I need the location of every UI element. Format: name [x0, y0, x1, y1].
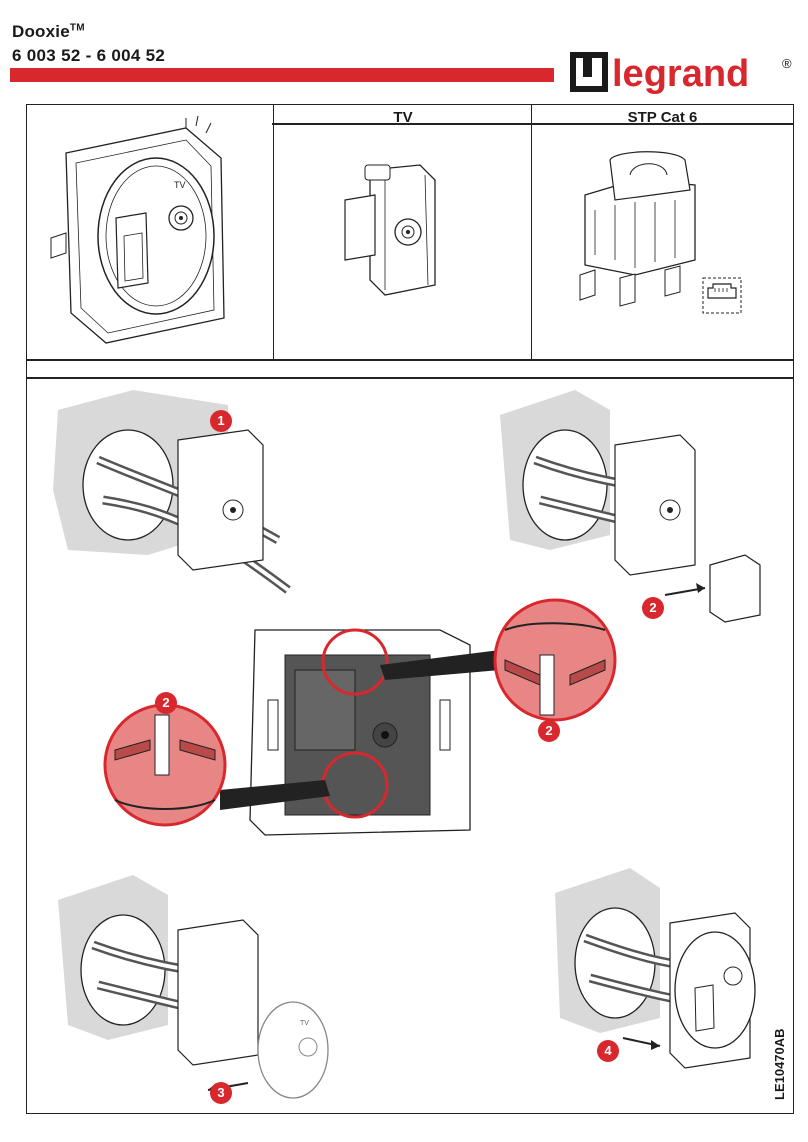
step-2-badge-right: 2 — [538, 720, 560, 742]
legrand-logo-mark: legrand ® — [570, 52, 792, 95]
step-4-badge: 4 — [597, 1040, 619, 1062]
product-codes: 6 003 52 - 6 004 52 — [12, 46, 166, 65]
step-1-badge: 1 — [210, 410, 232, 432]
column-header-stp: STP Cat 6 — [627, 109, 698, 126]
column-header-tv: TV — [393, 109, 413, 126]
brand-logo: legrand ® — [570, 48, 795, 95]
outlet-assembly-drawing: TV — [50, 115, 225, 344]
svg-text:®: ® — [782, 56, 792, 71]
product-overview-cell — [27, 105, 274, 360]
step2-insert-module-drawing — [500, 390, 761, 623]
svg-text:TV: TV — [174, 180, 186, 190]
header-red-bar — [10, 68, 554, 82]
step3-faceplate-drawing: TV — [58, 875, 329, 1099]
svg-text:legrand: legrand — [612, 53, 749, 95]
step4-finished-outlet-drawing — [555, 868, 756, 1069]
stp-cat6-module-drawing — [579, 151, 742, 314]
document-reference: LE10470AB — [772, 1028, 787, 1100]
tv-connector-module-drawing — [344, 164, 436, 296]
step-2-badge-top: 2 — [642, 597, 664, 619]
step-3-badge: 3 — [210, 1082, 232, 1104]
step1-wall-box-drawing — [53, 390, 291, 594]
column-header-divider — [272, 123, 793, 125]
svg-text:TV: TV — [300, 1020, 309, 1027]
install-row-divider — [27, 377, 793, 379]
step-2-badge-left: 2 — [155, 692, 177, 714]
tv-module-cell — [274, 105, 532, 360]
mechanism-clip-detail-drawing — [103, 598, 617, 836]
instruction-frame: TV STP Cat 6 — [26, 104, 794, 1114]
product-title: DooxieTM — [12, 22, 85, 41]
product-row-divider — [27, 359, 793, 361]
